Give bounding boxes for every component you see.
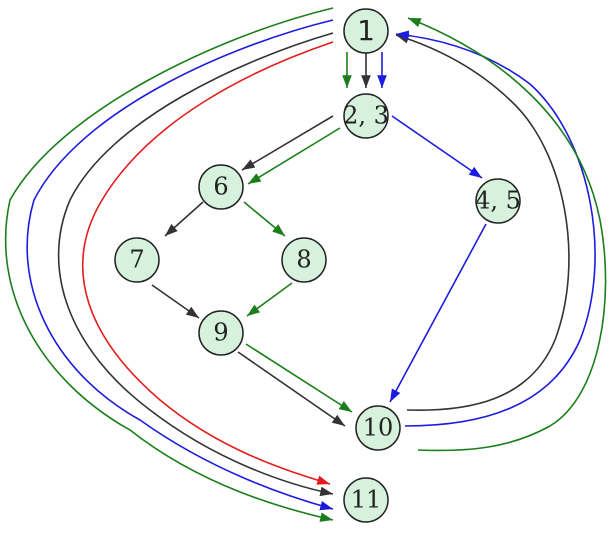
node-1-label: 1 — [357, 14, 375, 47]
node-9: 9 — [198, 310, 244, 356]
edge-10-to-1-black — [395, 34, 570, 412]
edge-1-to-11-green — [4, 7, 334, 522]
edge-10-to-1-green — [407, 17, 607, 452]
edge-1-to-11-blue — [26, 19, 334, 511]
edge-6-to-8-green — [243, 201, 286, 237]
node-10-label: 10 — [363, 414, 394, 442]
node-7: 7 — [114, 237, 160, 283]
node-1: 1 — [343, 8, 389, 54]
node-6: 6 — [198, 164, 244, 210]
node-8-label: 8 — [296, 246, 311, 274]
node-4-5-label: 4, 5 — [475, 187, 521, 215]
edge-6-to-7-black — [164, 201, 204, 237]
node-2-3-label: 2, 3 — [343, 102, 389, 130]
edge-23-to-45-blue — [391, 115, 483, 179]
edge-10-to-1-blue — [395, 30, 596, 427]
node-10: 10 — [355, 405, 401, 451]
node-9-label: 9 — [213, 319, 228, 347]
edge-1-to-11-black — [57, 32, 334, 497]
edge-9-to-10-black — [237, 351, 346, 427]
edge-45-to-10-blue — [389, 223, 487, 403]
edge-7-to-9-black — [151, 284, 200, 319]
edges-layer — [4, 7, 607, 522]
node-8: 8 — [281, 237, 327, 283]
node-2-3: 2, 3 — [343, 93, 389, 139]
nodes-layer: 1 2, 3 4, 5 6 7 8 — [114, 8, 521, 523]
edge-1-to-11-red — [81, 41, 334, 485]
edge-8-to-9-green — [246, 282, 293, 317]
node-4-5: 4, 5 — [475, 178, 521, 224]
edge-9-to-10-green — [245, 343, 353, 413]
node-6-label: 6 — [213, 173, 228, 201]
edge-23-to-6-green — [247, 127, 341, 185]
node-11-label: 11 — [351, 486, 382, 514]
edge-23-to-6-black — [241, 115, 334, 171]
node-7-label: 7 — [129, 246, 144, 274]
node-11: 11 — [343, 477, 389, 523]
